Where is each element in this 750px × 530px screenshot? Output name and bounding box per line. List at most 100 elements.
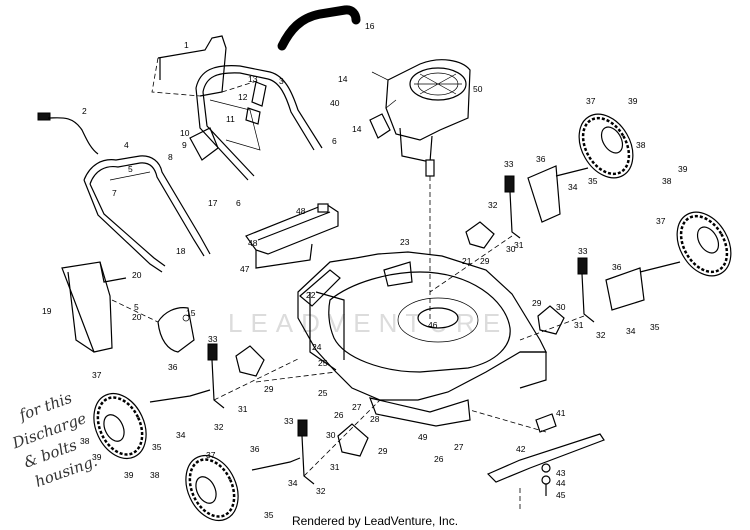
label-35d: 35	[264, 510, 274, 520]
throttle-cable-part[interactable]	[37, 112, 99, 155]
label-25b: 25	[318, 388, 328, 398]
blade-part[interactable]	[486, 413, 605, 496]
mower-deck-part[interactable]	[297, 251, 547, 427]
label-34b: 34	[626, 326, 636, 336]
label-39d: 39	[124, 470, 134, 480]
wheel-front-right-part[interactable]	[666, 203, 742, 286]
label-18: 18	[176, 246, 186, 256]
label-14b: 14	[352, 124, 362, 134]
label-40: 40	[330, 98, 340, 108]
label-34a: 34	[568, 182, 578, 192]
label-38a: 38	[636, 140, 646, 150]
label-37d: 37	[206, 450, 216, 460]
upper-handle-frame-part[interactable]	[195, 65, 323, 181]
label-6b: 6	[236, 198, 241, 208]
upper-handle-part[interactable]	[151, 35, 261, 97]
label-11: 11	[226, 114, 235, 124]
label-2: 2	[82, 106, 87, 116]
label-35a: 35	[588, 176, 598, 186]
label-36d: 36	[250, 444, 260, 454]
label-29c: 29	[264, 384, 274, 394]
height-adjuster-front-right[interactable]	[537, 257, 681, 335]
assembly-lines	[111, 235, 585, 510]
label-31b: 31	[574, 320, 584, 330]
height-adjuster-rear-right[interactable]	[465, 165, 589, 249]
label-12: 12	[238, 92, 248, 102]
label-41: 41	[556, 408, 566, 418]
label-38b: 38	[662, 176, 672, 186]
label-36b: 36	[612, 262, 622, 272]
label-50: 50	[473, 84, 483, 94]
label-15: 15	[186, 308, 196, 318]
label-29b: 29	[532, 298, 542, 308]
label-4: 4	[124, 140, 129, 150]
handle-grip-part[interactable]	[277, 5, 361, 51]
label-5a: 5	[128, 164, 133, 174]
label-20a: 20	[132, 270, 142, 280]
label-33a: 33	[504, 159, 514, 169]
label-44: 44	[556, 478, 566, 488]
label-42: 42	[516, 444, 526, 454]
label-21: 21	[462, 256, 472, 266]
label-46: 46	[428, 320, 438, 330]
label-9: 9	[182, 140, 187, 150]
label-36a: 36	[536, 154, 546, 164]
label-37a: 37	[586, 96, 596, 106]
label-38d: 38	[150, 470, 160, 480]
label-39a: 39	[628, 96, 638, 106]
label-39b: 39	[678, 164, 688, 174]
height-adjuster-front-left[interactable]	[149, 343, 265, 409]
label-14a: 14	[338, 74, 348, 84]
label-22: 22	[306, 290, 316, 300]
label-27b: 27	[454, 442, 464, 452]
label-31d: 31	[330, 462, 340, 472]
label-3: 3	[279, 76, 284, 86]
discharge-chute-part[interactable]	[157, 307, 195, 353]
label-36c: 36	[168, 362, 178, 372]
label-7: 7	[112, 188, 117, 198]
label-6a: 6	[332, 136, 337, 146]
wheel-front-left-part[interactable]	[84, 385, 156, 467]
watermark: LEADVENTURE	[228, 308, 508, 338]
label-25a: 25	[318, 358, 328, 368]
label-19: 19	[42, 306, 52, 316]
grass-bag-part[interactable]	[61, 261, 127, 353]
label-47: 47	[240, 264, 250, 274]
label-10: 10	[180, 128, 190, 138]
label-32d: 32	[316, 486, 326, 496]
label-34d: 34	[288, 478, 298, 488]
label-33d: 33	[284, 416, 294, 426]
label-17: 17	[208, 198, 218, 208]
label-38c: 38	[80, 436, 90, 446]
label-26b: 26	[434, 454, 444, 464]
label-28: 28	[370, 414, 380, 424]
label-37b: 37	[656, 216, 666, 226]
label-5b: 5	[134, 302, 139, 312]
wheel-rear-left-part[interactable]	[176, 447, 248, 529]
label-48b: 48	[248, 238, 258, 248]
lower-handle-part[interactable]	[83, 155, 211, 273]
label-35c: 35	[152, 442, 162, 452]
label-31c: 31	[238, 404, 248, 414]
handle-bracket-part[interactable]	[245, 203, 339, 269]
label-23: 23	[400, 237, 410, 247]
label-39c: 39	[92, 452, 102, 462]
label-32b: 32	[596, 330, 606, 340]
label-29d: 29	[378, 446, 388, 456]
label-32a: 32	[488, 200, 498, 210]
label-32c: 32	[214, 422, 224, 432]
height-adjuster-rear-left[interactable]	[251, 419, 369, 485]
label-49: 49	[418, 432, 428, 442]
control-bracket-part[interactable]	[189, 81, 267, 161]
engine-part[interactable]	[369, 59, 471, 177]
label-30b: 30	[556, 302, 566, 312]
label-29a: 29	[480, 256, 490, 266]
label-30a: 30	[506, 244, 516, 254]
label-26a: 26	[334, 410, 344, 420]
label-33b: 33	[578, 246, 588, 256]
label-8: 8	[168, 152, 173, 162]
label-13: 13	[248, 74, 258, 84]
wheel-rear-right-part[interactable]	[568, 105, 644, 188]
label-27a: 27	[352, 402, 362, 412]
